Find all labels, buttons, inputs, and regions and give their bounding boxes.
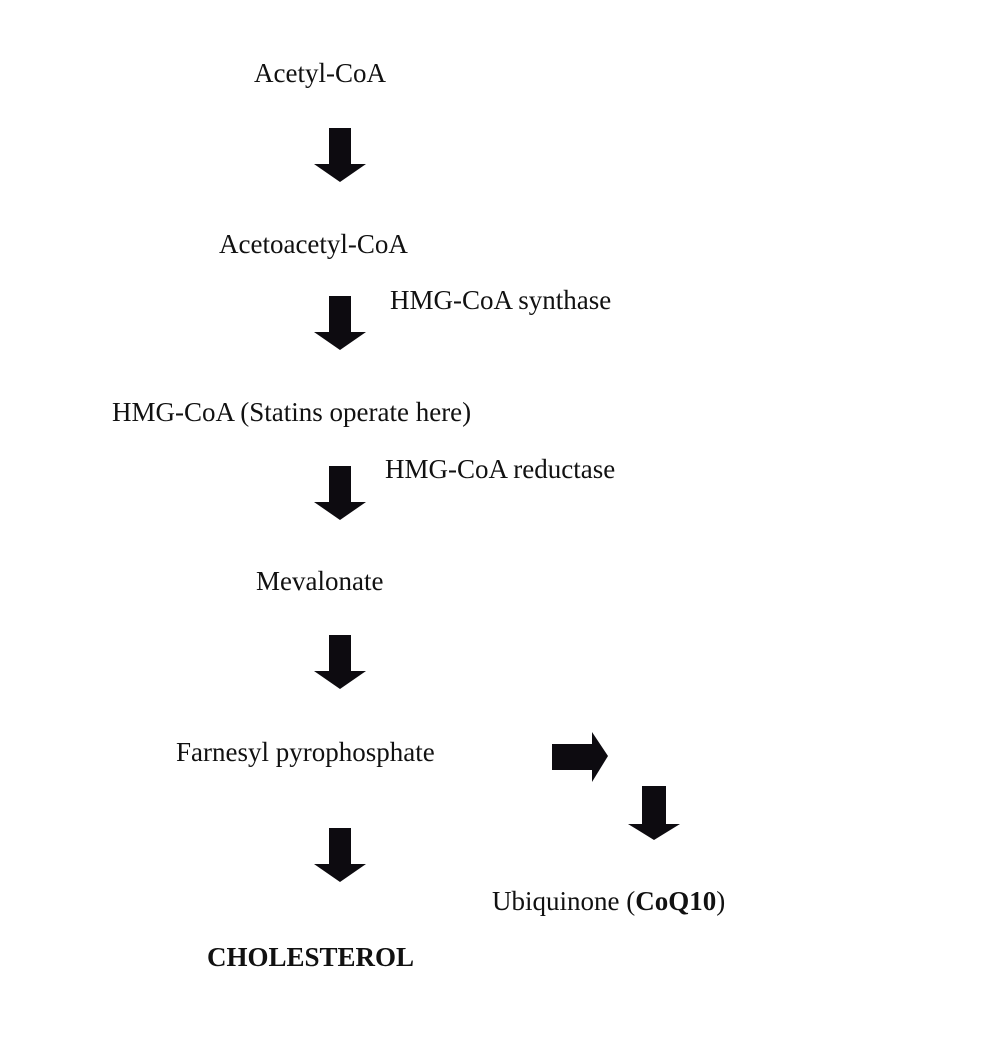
node-cholesterol: CHOLESTEROL: [207, 942, 415, 972]
enzyme-hmg-coa-synthase: HMG-CoA synthase: [390, 285, 612, 315]
ubiquinone-label: Ubiquinone (: [492, 886, 636, 916]
enzyme-hmg-coa-reductase: HMG-CoA reductase: [385, 454, 616, 484]
arrow-down-icon: [628, 786, 680, 840]
node-mevalonate: Mevalonate: [256, 566, 384, 596]
arrow-down-icon: [314, 466, 366, 520]
ubiquinone-label-end: ): [716, 886, 726, 916]
coq10-label: CoQ10: [635, 886, 717, 916]
node-ubiquinone: Ubiquinone (CoQ10): [492, 888, 725, 915]
arrow-down-icon: [314, 128, 366, 182]
node-hmg-coa: HMG-CoA (Statins operate here): [112, 397, 472, 427]
node-acetyl-coa: Acetyl-CoA: [254, 58, 386, 88]
arrow-down-icon: [314, 635, 366, 689]
arrow-down-icon: [314, 828, 366, 882]
node-farnesyl-pyrophosphate: Farnesyl pyrophosphate: [176, 737, 435, 767]
node-acetoacetyl-coa: Acetoacetyl-CoA: [219, 229, 408, 259]
arrow-down-icon: [314, 296, 366, 350]
arrow-right-icon: [552, 732, 608, 782]
